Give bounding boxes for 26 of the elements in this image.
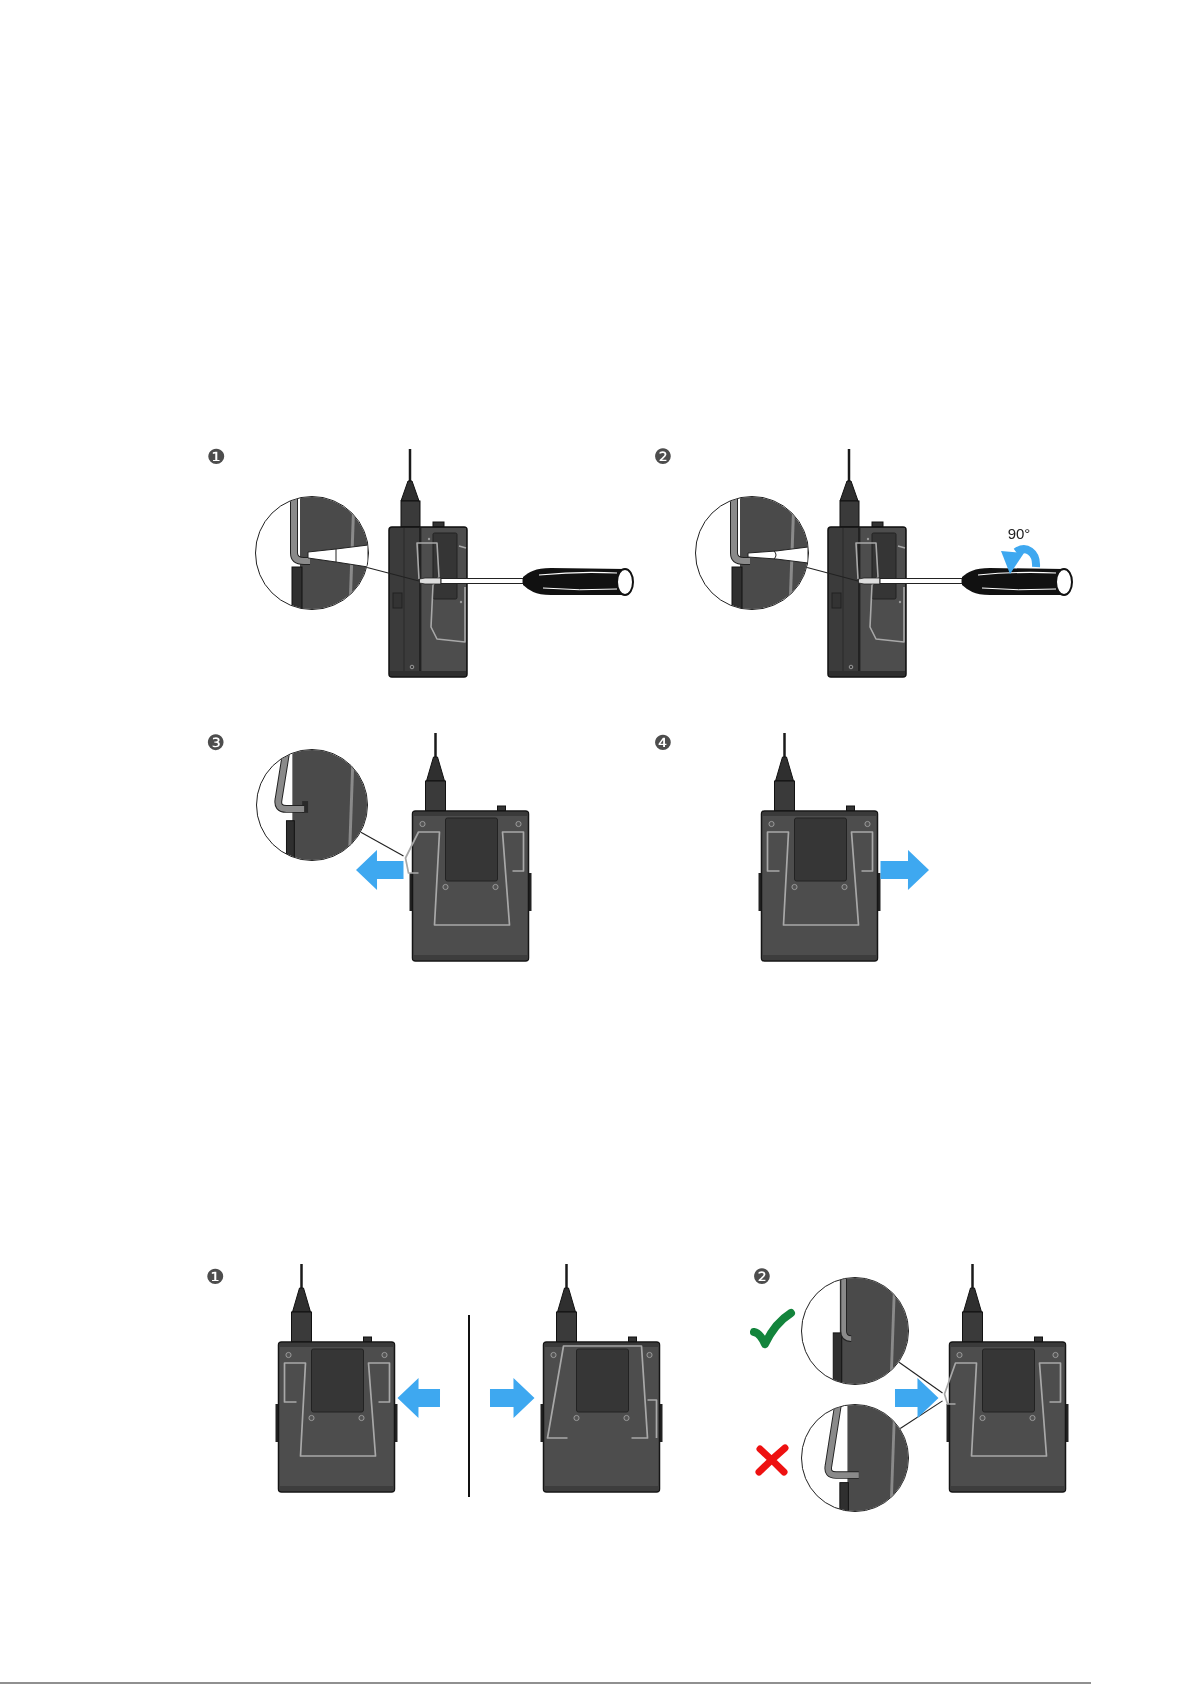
step-number: ❶ <box>206 446 226 468</box>
transmitter-drawing <box>942 1263 1069 1494</box>
transmitter-drawing <box>403 732 532 963</box>
leader-line <box>898 1361 944 1394</box>
transmitter-drawing <box>757 732 881 963</box>
leader-line <box>806 567 859 582</box>
leader-line <box>366 566 420 582</box>
step-number: ❷ <box>653 446 673 468</box>
transmitter-drawing <box>539 1263 663 1494</box>
step-number: ❸ <box>206 732 226 754</box>
step-number: ❹ <box>653 732 673 754</box>
block-arrow <box>880 849 929 890</box>
leader-line <box>899 1400 944 1430</box>
step-number: ❶ <box>205 1266 225 1288</box>
block-arrow <box>490 1377 535 1418</box>
block-arrow <box>895 1377 939 1418</box>
leader-line <box>360 831 405 857</box>
angle-label: 90° <box>1007 525 1031 541</box>
block-arrow <box>356 849 404 890</box>
step-number: ❷ <box>752 1266 772 1288</box>
screwdriver-drawing <box>858 566 1074 597</box>
transmitter-drawing <box>387 448 469 679</box>
screwdriver-drawing <box>419 566 635 597</box>
block-arrow <box>397 1377 440 1418</box>
transmitter-drawing <box>274 1263 398 1494</box>
transmitter-drawing <box>826 448 908 679</box>
